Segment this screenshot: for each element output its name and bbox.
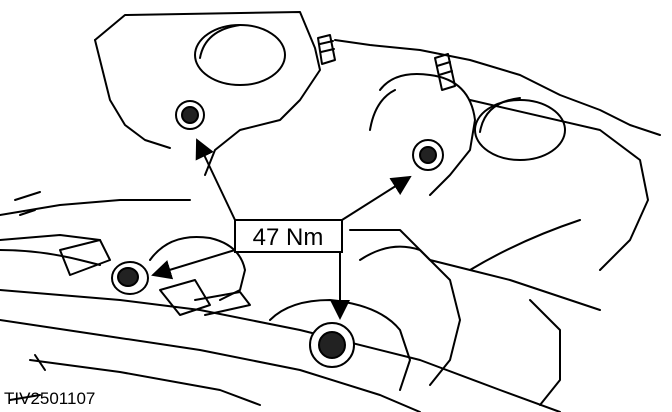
torque-leader-arrows (151, 138, 412, 320)
arrow-to-bolt-upper-left (195, 138, 236, 221)
torque-callout-box (234, 219, 343, 253)
bolt-upper-left (175, 100, 205, 130)
bolt-left (111, 261, 149, 295)
torque-value: 47 Nm (253, 224, 324, 251)
torque-callout: 47 Nm (234, 219, 343, 253)
bolt-upper-right (412, 139, 444, 171)
arrow-to-bolt-upper-right (341, 175, 412, 221)
figure-reference-id: TIV2501107 (4, 389, 95, 408)
bolt-lower (309, 322, 355, 368)
arrow-to-bolt-left (151, 249, 236, 280)
component-line-art (0, 11, 661, 412)
